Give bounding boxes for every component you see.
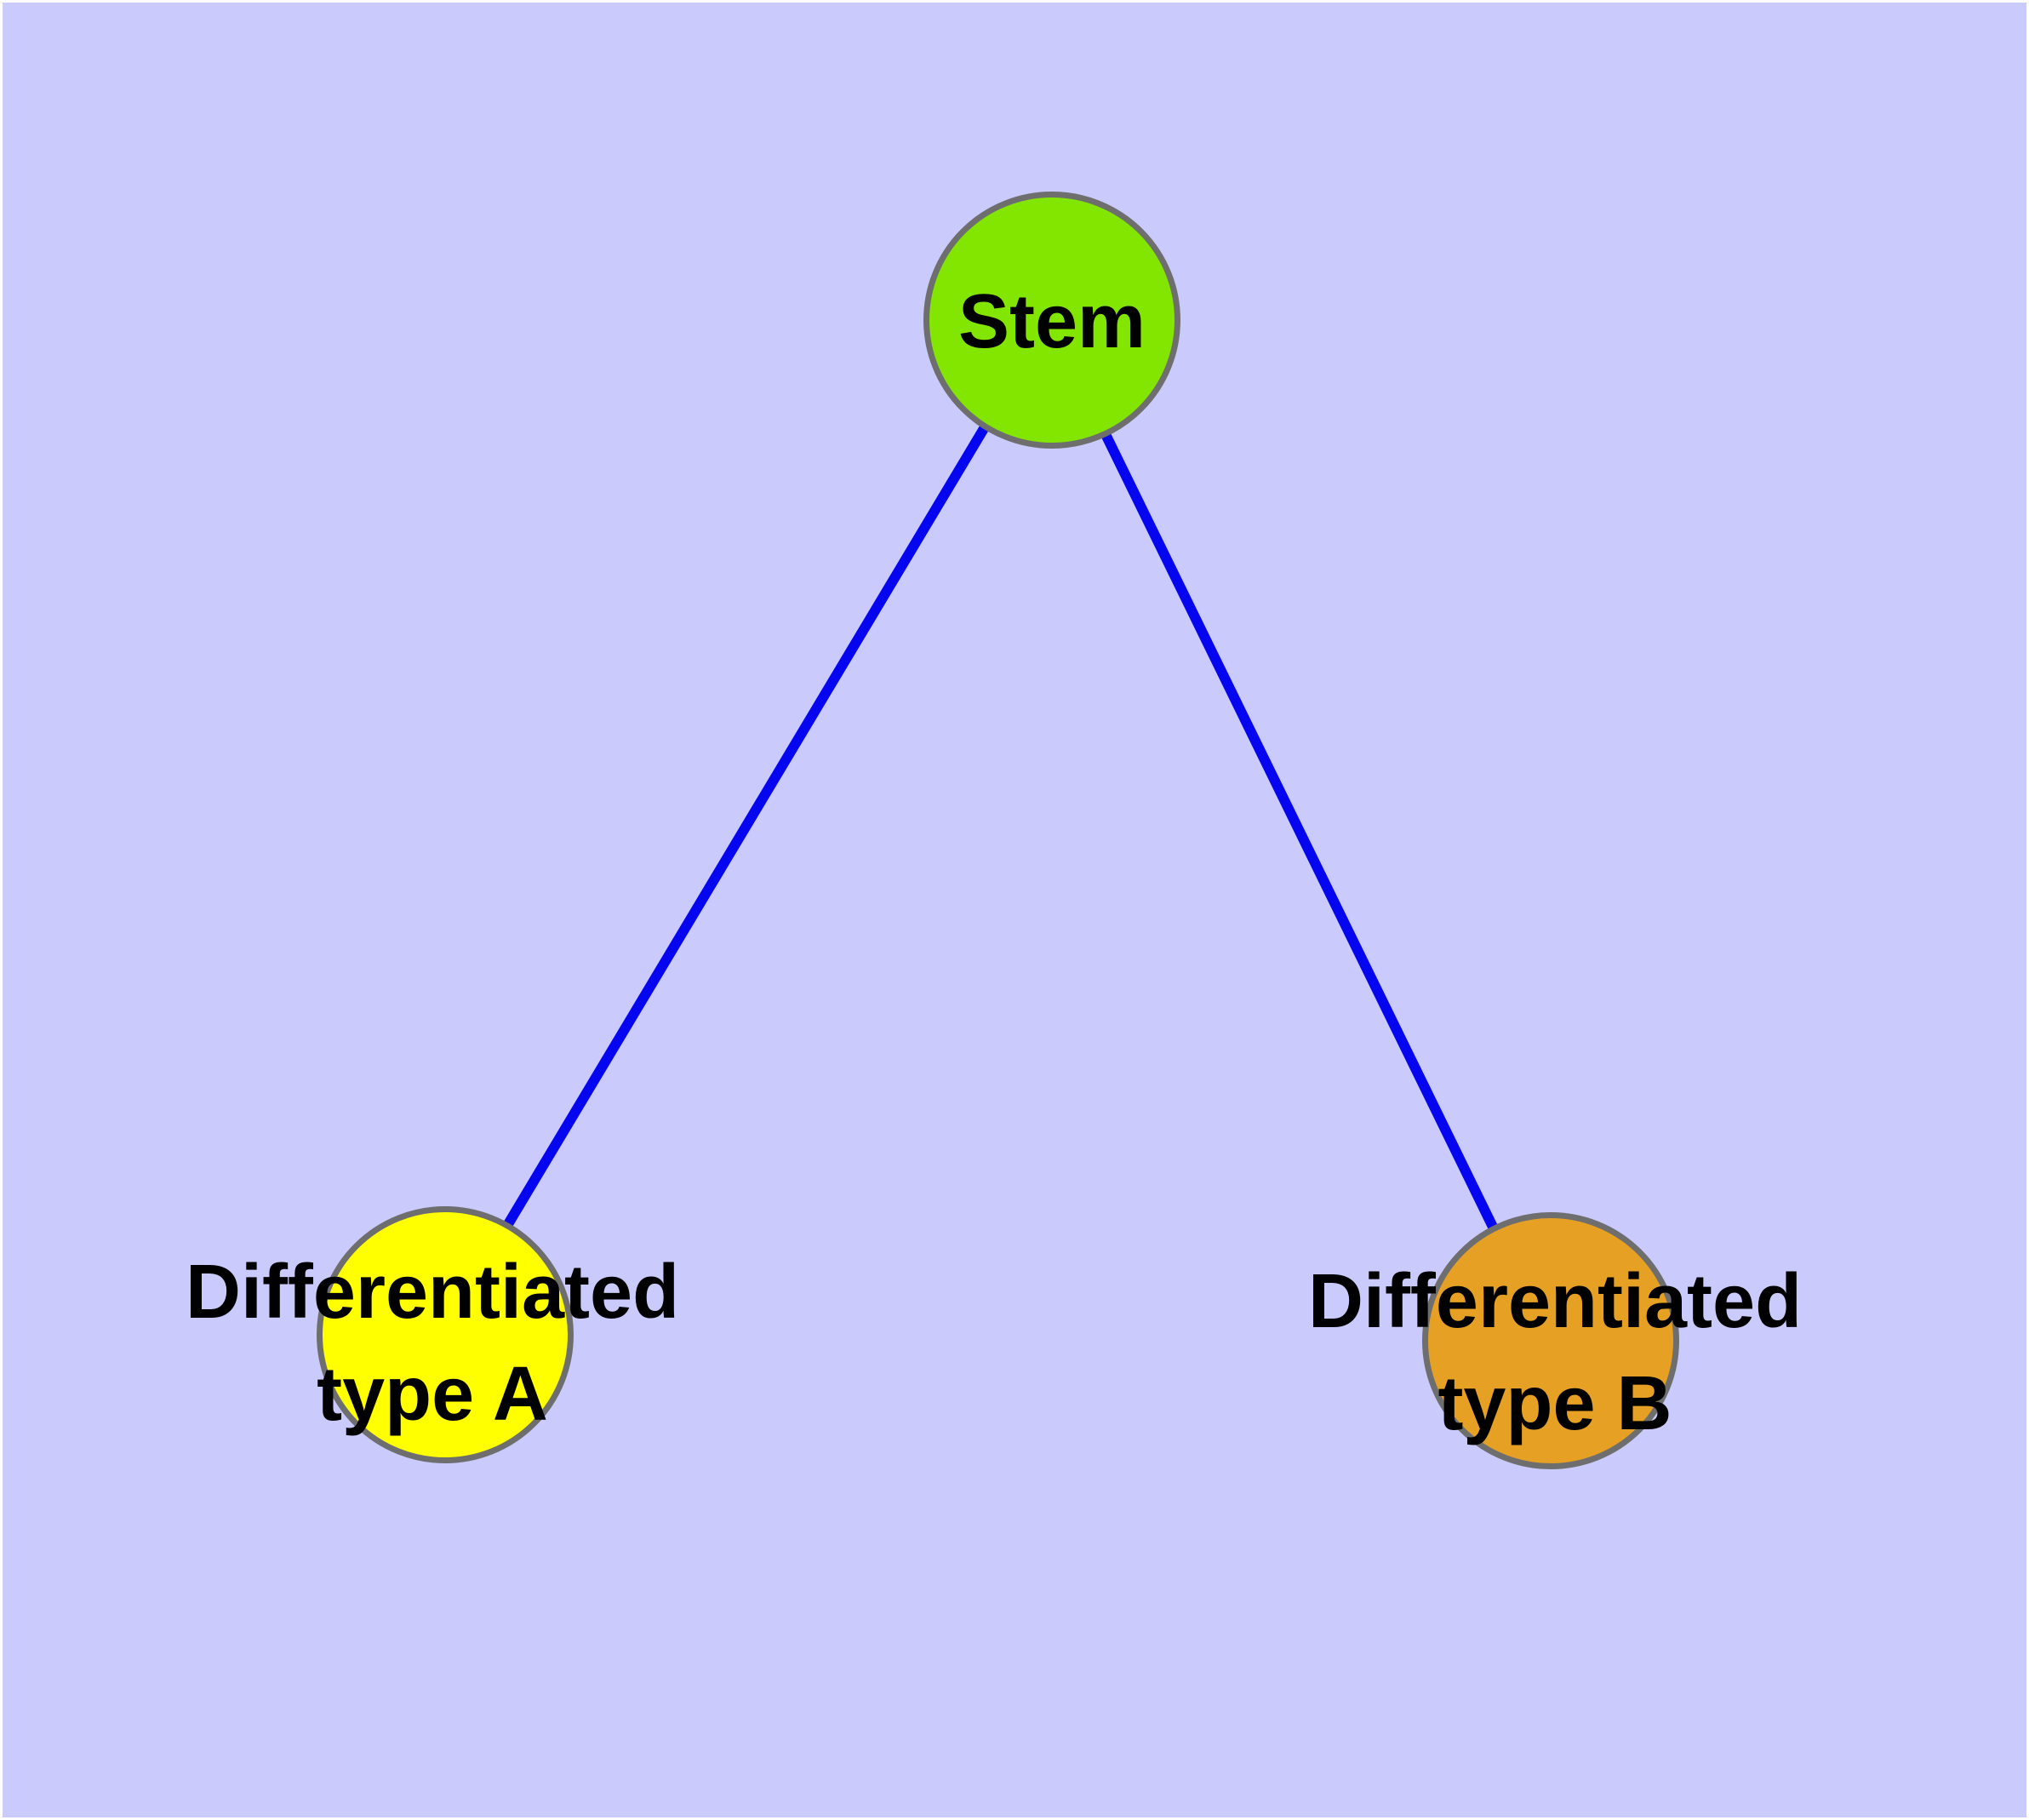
differentiated-type-b-label: Differentiated type B: [1307, 1259, 1803, 1446]
differentiated-type-b-node: [1422, 1212, 1679, 1469]
edge-stem-to-type-a: [439, 316, 1055, 1334]
edge-stem-to-type-b: [1044, 317, 1552, 1340]
edges-layer: [439, 316, 1552, 1340]
differentiated-type-a-label: Differentiated type A: [185, 1250, 680, 1437]
differentiated-type-a-node: [317, 1206, 574, 1463]
stem-node-label: Stem: [957, 279, 1146, 364]
stem-node: [923, 192, 1180, 449]
